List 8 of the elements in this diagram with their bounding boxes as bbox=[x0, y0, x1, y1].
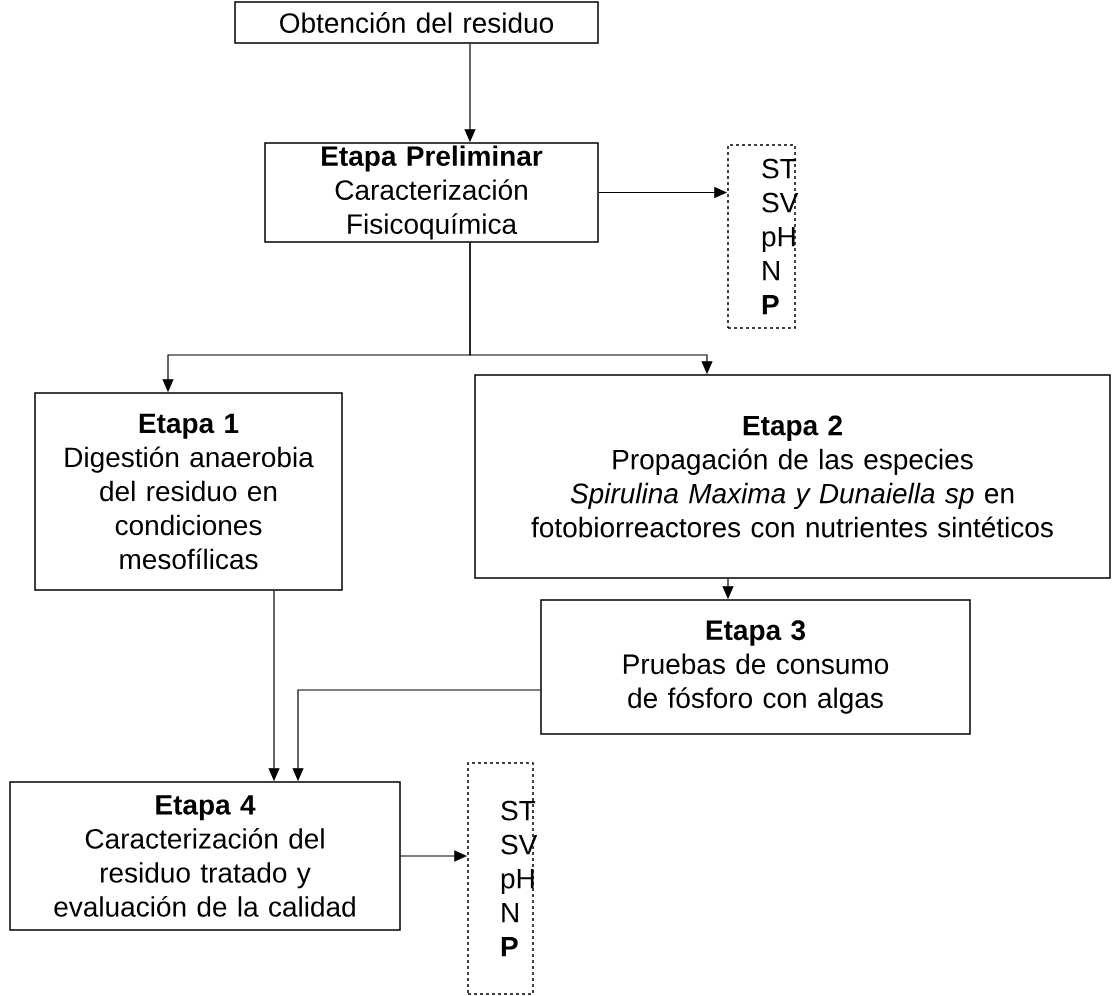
parameter-box: ST SV pH N P bbox=[467, 762, 538, 995]
process-box: Obtención del residuo bbox=[234, 1, 599, 44]
process-box: Etapa 4 Caracterización del residuo tratado y evaluación de la calidad bbox=[9, 781, 401, 931]
process-box: Etapa Preliminar Caracterización Fisicoquímica bbox=[264, 142, 599, 243]
process-box: Etapa 1 Digestión anaerobia del residuo en condiciones mesofílicas bbox=[34, 392, 343, 591]
process-box: Etapa 2 Propagación de las especies Spirulina Maxima y Dunaiella sp en fotobiorreactores con nutrientes sintéticos bbox=[474, 374, 1111, 579]
process-box: Etapa 3 Pruebas de consumo de fósforo con algas bbox=[540, 599, 971, 735]
parameter-box: ST SV pH N P bbox=[727, 144, 799, 329]
